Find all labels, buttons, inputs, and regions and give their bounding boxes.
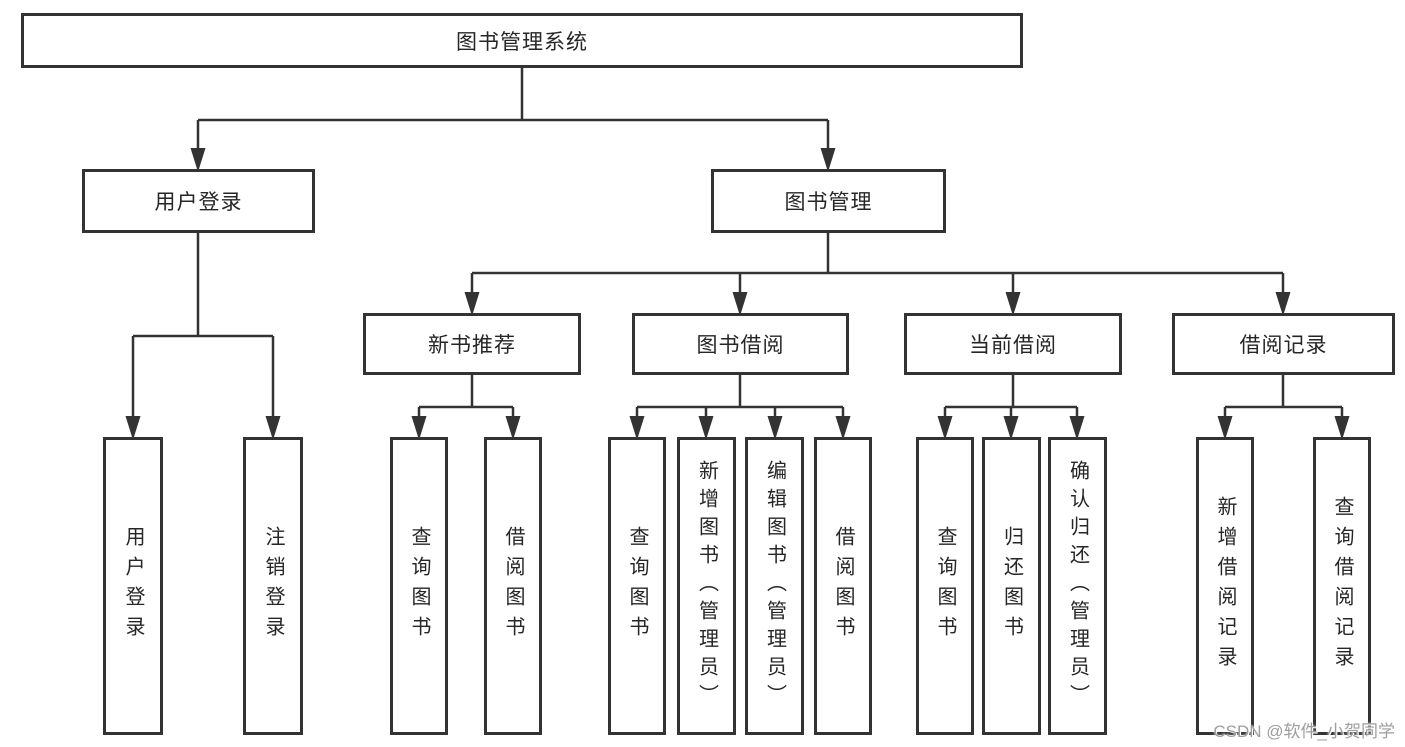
node-cb-query-books: 查询图书 <box>916 437 974 735</box>
node-br-add-record-label: 新增借阅记录 <box>1214 496 1236 676</box>
node-current-borrowing: 当前借阅 <box>904 313 1122 375</box>
node-user-login: 用户登录 <box>82 169 315 233</box>
node-br-query-record: 查询借阅记录 <box>1313 437 1371 735</box>
node-user-login-action: 用户登录 <box>103 437 163 735</box>
node-book-management-label: 图书管理 <box>784 191 873 214</box>
node-bb-query-books-label: 查询图书 <box>626 526 648 646</box>
node-cb-confirm-return-label: 确认归还（管理员） <box>1066 460 1089 712</box>
node-bb-add-books-label: 新增图书（管理员） <box>695 460 718 712</box>
node-current-borrowing-label: 当前借阅 <box>969 334 1057 357</box>
node-bb-borrow-books: 借阅图书 <box>814 437 872 735</box>
node-bb-add-books: 新增图书（管理员） <box>677 437 736 735</box>
node-bb-borrow-books-label: 借阅图书 <box>832 526 854 646</box>
node-br-query-record-label: 查询借阅记录 <box>1331 496 1353 676</box>
node-rec-borrow-books-label: 借阅图书 <box>502 526 524 646</box>
node-root-label: 图书管理系统 <box>456 30 588 54</box>
node-book-borrowing-label: 图书借阅 <box>696 334 785 357</box>
node-borrowing-records: 借阅记录 <box>1172 313 1395 375</box>
node-user-login-label: 用户登录 <box>154 191 243 214</box>
node-borrowing-records-label: 借阅记录 <box>1239 334 1328 357</box>
csdn-watermark: CSDN @软件_小贺同学 <box>1213 722 1395 741</box>
node-logout-action-label: 注销登录 <box>262 526 284 646</box>
node-bb-query-books: 查询图书 <box>608 437 666 735</box>
node-cb-return-books: 归还图书 <box>982 437 1041 735</box>
node-book-management: 图书管理 <box>711 169 946 233</box>
node-user-login-action-label: 用户登录 <box>122 526 144 646</box>
node-new-book-recommend: 新书推荐 <box>363 313 581 375</box>
node-rec-query-books: 查询图书 <box>390 437 448 735</box>
node-root: 图书管理系统 <box>21 13 1023 68</box>
node-cb-query-books-label: 查询图书 <box>934 526 956 646</box>
node-bb-edit-books-label: 编辑图书（管理员） <box>763 460 786 712</box>
node-book-borrowing: 图书借阅 <box>632 313 849 375</box>
node-logout-action: 注销登录 <box>243 437 303 735</box>
node-rec-query-books-label: 查询图书 <box>408 526 430 646</box>
node-cb-confirm-return: 确认归还（管理员） <box>1048 437 1107 735</box>
node-new-book-recommend-label: 新书推荐 <box>428 334 516 357</box>
node-br-add-record: 新增借阅记录 <box>1196 437 1254 735</box>
node-cb-return-books-label: 归还图书 <box>1000 526 1023 646</box>
node-bb-edit-books: 编辑图书（管理员） <box>745 437 804 735</box>
node-rec-borrow-books: 借阅图书 <box>484 437 542 735</box>
